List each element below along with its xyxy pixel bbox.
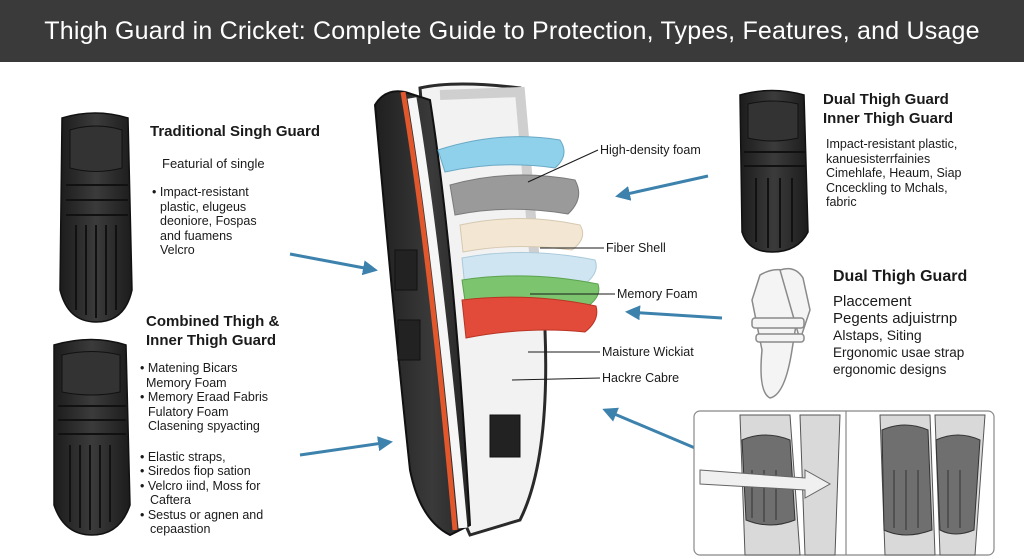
dual-features: Impact-resistant plastic, kanuesisterrfa… (826, 137, 961, 210)
dual2-title: Dual Thigh Guard (833, 268, 968, 285)
list-item: Ergonomic usae strap (833, 345, 965, 360)
list-item: • Matening Bicars (140, 361, 238, 375)
usage-illustration (693, 410, 995, 556)
traditional-guard-image (59, 112, 133, 323)
layer-label-memory-foam: Memory Foam (617, 287, 698, 301)
list-item: cepaastion (150, 522, 211, 536)
traditional-subtitle: Featurial of single (162, 156, 265, 171)
traditional-title: Traditional Singh Guard (150, 123, 321, 140)
list-item: fabric (826, 195, 857, 209)
list-item: Impact-resistant plastic, (826, 137, 958, 151)
dual-title: Dual Thigh Guard Inner Thigh Guard (823, 90, 953, 128)
callout-lines (511, 149, 615, 381)
combined-features: • Matening Bicars Memory Foam • Memory E… (140, 361, 268, 537)
list-item: Clasening spyacting (148, 419, 260, 433)
list-item: kanuesisterrfainies (826, 151, 931, 166)
list-item: Cnceckling to Mchals, (826, 180, 948, 195)
list-item: Placcement (833, 293, 912, 310)
layer-label-moisture-wicking: Maisture Wickiat (602, 345, 694, 359)
combined-title-line1: Combined Thigh & (146, 313, 280, 330)
list-item: Cimehlafe, Heaum, Siap (826, 166, 962, 180)
dual2-features: Placcement Pegents adjuistrnp Alstaps, S… (833, 293, 964, 378)
combined-guard-image (53, 338, 131, 536)
pointer-arrows (289, 174, 723, 457)
list-item: ergonomic designs (833, 362, 947, 377)
list-item: • Siredos fiop sation (140, 464, 251, 478)
layer-label-hackre-cabre: Hackre Cabre (602, 371, 680, 385)
list-item: Caftera (150, 493, 191, 507)
list-item: • Memory Eraad Fabris (140, 390, 269, 404)
list-item: Velcro (160, 243, 195, 257)
exploded-guard-image (373, 82, 600, 537)
list-item: Alstaps, Siting (833, 327, 922, 343)
layer-label-fiber-shell: Fiber Shell (606, 241, 666, 255)
traditional-features: • Impact-resistant plastic, elugeus deon… (152, 185, 257, 258)
list-item: Pegents adjuistrnp (833, 310, 958, 327)
list-item: • Velcro iind, Moss for (140, 478, 261, 493)
list-item: • Elastic straps, (140, 449, 226, 464)
list-item: • Sestus or agnen and (140, 507, 264, 522)
list-item: and fuamens (160, 228, 233, 243)
dual-title-line2: Inner Thigh Guard (823, 110, 953, 127)
inner-guard-sketch (751, 267, 811, 399)
page-title: Thigh Guard in Cricket: Complete Guide t… (44, 16, 980, 45)
dual-guard-image (739, 89, 809, 253)
title-banner: Thigh Guard in Cricket: Complete Guide t… (0, 0, 1024, 62)
list-item: plastic, elugeus (160, 199, 247, 214)
combined-title-line2: Inner Thigh Guard (146, 332, 276, 349)
list-item: Memory Foam (146, 375, 227, 390)
list-item: Fulatory Foam (148, 404, 229, 419)
layer-label-high-density-foam: High-density foam (600, 143, 701, 157)
list-item: deoniore, Fospas (160, 214, 257, 228)
dual-title-line1: Dual Thigh Guard (823, 91, 949, 108)
list-item: • Impact-resistant (152, 185, 249, 199)
combined-title: Combined Thigh & Inner Thigh Guard (146, 312, 279, 350)
